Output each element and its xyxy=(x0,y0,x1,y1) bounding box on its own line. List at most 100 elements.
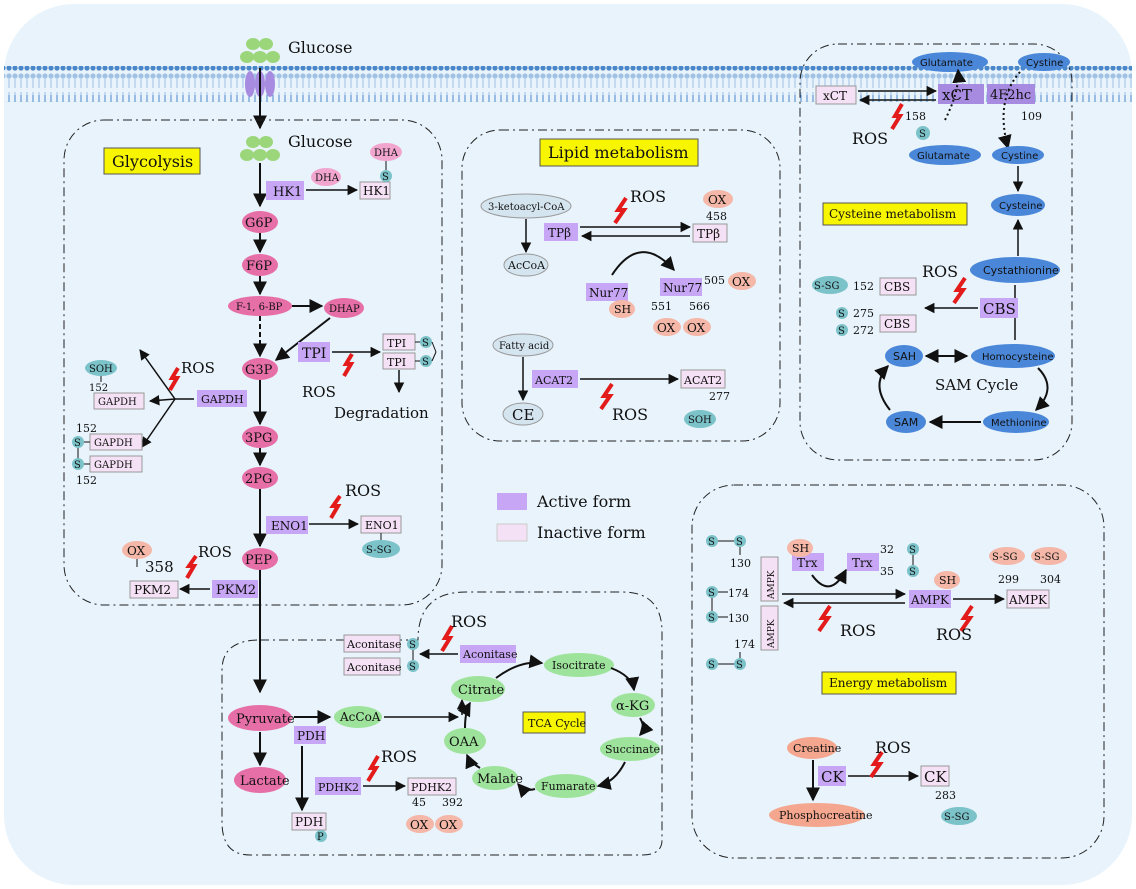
svg-text:OAA: OAA xyxy=(449,735,479,750)
svg-text:F-1, 6-BP: F-1, 6-BP xyxy=(236,302,283,313)
svg-text:152: 152 xyxy=(89,383,108,394)
svg-text:PEP: PEP xyxy=(245,553,272,568)
svg-text:Trx: Trx xyxy=(852,556,873,570)
svg-text:xCT: xCT xyxy=(823,89,847,103)
svg-text:Nur77: Nur77 xyxy=(663,281,702,295)
svg-text:152: 152 xyxy=(76,422,97,435)
cbs-active xyxy=(980,298,1018,318)
svg-text:ROS: ROS xyxy=(381,747,417,766)
svg-text:152: 152 xyxy=(853,280,874,293)
svg-text:S-SG: S-SG xyxy=(1034,552,1059,563)
svg-text:ROS: ROS xyxy=(875,738,911,757)
svg-text:505: 505 xyxy=(704,274,725,287)
svg-text:P: P xyxy=(317,832,324,843)
svg-text:ROS: ROS xyxy=(302,383,336,401)
svg-text:SAH: SAH xyxy=(893,350,916,363)
svg-text:AcCoA: AcCoA xyxy=(507,259,546,272)
energy-region xyxy=(691,484,1105,859)
svg-text:Cystine: Cystine xyxy=(1026,58,1063,69)
svg-text:SOH: SOH xyxy=(688,415,712,426)
svg-text:152: 152 xyxy=(76,474,97,487)
svg-text:Fatty acid: Fatty acid xyxy=(499,341,550,352)
svg-text:Cystathionine: Cystathionine xyxy=(983,264,1059,277)
svg-text:CBS: CBS xyxy=(884,280,910,294)
cysteine-region xyxy=(799,43,1073,461)
svg-text:CK: CK xyxy=(924,768,947,786)
svg-text:458: 458 xyxy=(706,210,727,223)
svg-text:S: S xyxy=(909,545,916,556)
svg-text:Glutamate: Glutamate xyxy=(920,58,973,69)
svg-text:SH: SH xyxy=(792,542,809,555)
xct-inactive xyxy=(815,85,857,105)
svg-text:S-SG: S-SG xyxy=(992,552,1017,563)
pdh-active xyxy=(294,726,326,744)
svg-text:TPI: TPI xyxy=(387,356,406,369)
svg-text:283: 283 xyxy=(935,789,956,802)
svg-text:CK: CK xyxy=(821,768,844,786)
svg-text:304: 304 xyxy=(1040,573,1061,586)
svg-text:4F2hc: 4F2hc xyxy=(990,88,1031,103)
gapdh-active xyxy=(197,390,247,407)
svg-text:Isocitrate: Isocitrate xyxy=(552,659,605,672)
aconitase-active xyxy=(460,645,516,663)
svg-text:SAM: SAM xyxy=(894,416,918,429)
svg-text:AMPK: AMPK xyxy=(767,619,777,649)
svg-text:CBS: CBS xyxy=(983,300,1016,318)
svg-text:HK1: HK1 xyxy=(273,185,302,200)
svg-text:TPI: TPI xyxy=(387,337,406,350)
svg-text:HK1: HK1 xyxy=(363,184,390,198)
svg-text:275: 275 xyxy=(853,307,874,320)
svg-text:S: S xyxy=(838,326,845,337)
svg-text:272: 272 xyxy=(853,324,874,337)
pkm2-active xyxy=(212,580,258,598)
svg-text:ROS: ROS xyxy=(840,621,876,640)
svg-text:ROS: ROS xyxy=(630,187,666,206)
svg-text:S: S xyxy=(909,567,916,578)
svg-text:PKM2: PKM2 xyxy=(216,583,256,598)
svg-text:Aconitase: Aconitase xyxy=(346,638,401,651)
svg-text:S: S xyxy=(409,662,416,673)
svg-text:GAPDH: GAPDH xyxy=(94,460,133,471)
svg-text:PDHK2: PDHK2 xyxy=(318,781,359,794)
svg-text:Active form: Active form xyxy=(536,492,631,511)
svg-text:DHAP: DHAP xyxy=(329,304,360,315)
glycolysis-region xyxy=(63,119,443,606)
svg-text:S: S xyxy=(708,660,715,671)
svg-text:OX: OX xyxy=(732,275,751,289)
svg-text:Methionine: Methionine xyxy=(991,418,1047,429)
svg-text:S: S xyxy=(74,438,81,449)
svg-text:ROS: ROS xyxy=(612,405,648,424)
legend: Active form Inactive form xyxy=(496,492,646,542)
svg-text:G6P: G6P xyxy=(245,216,273,231)
svg-text:551: 551 xyxy=(651,300,672,313)
svg-text:AMPK: AMPK xyxy=(1008,593,1048,607)
svg-text:AcCoA: AcCoA xyxy=(339,710,381,724)
lipid-region xyxy=(461,129,781,442)
svg-text:S: S xyxy=(708,537,715,548)
svg-text:ROS: ROS xyxy=(451,612,487,631)
svg-text:ROS: ROS xyxy=(936,625,972,644)
glucose-outside-label: Glucose xyxy=(288,38,352,57)
svg-text:TPβ: TPβ xyxy=(548,226,571,240)
svg-text:TPI: TPI xyxy=(302,346,326,362)
svg-text:S: S xyxy=(736,537,743,548)
svg-text:GAPDH: GAPDH xyxy=(98,397,137,408)
glucose-inside-cluster xyxy=(240,136,280,161)
svg-text:OX: OX xyxy=(439,818,458,832)
svg-text:α-KG: α-KG xyxy=(616,699,649,714)
svg-text:S: S xyxy=(422,338,429,349)
svg-text:S: S xyxy=(708,613,715,624)
svg-text:GAPDH: GAPDH xyxy=(94,438,133,449)
svg-text:SH: SH xyxy=(614,303,631,316)
svg-text:158: 158 xyxy=(905,110,926,123)
svg-text:S-SG: S-SG xyxy=(366,545,391,556)
svg-text:ENO1: ENO1 xyxy=(271,519,308,533)
svg-text:AMPK: AMPK xyxy=(767,570,777,600)
svg-text:3PG: 3PG xyxy=(245,431,272,446)
svg-text:xCT: xCT xyxy=(942,86,972,104)
svg-text:ENO1: ENO1 xyxy=(365,519,399,532)
svg-text:CE: CE xyxy=(512,406,534,424)
svg-text:Fumarate: Fumarate xyxy=(541,780,595,793)
glucose-inside-label: Glucose xyxy=(288,132,352,151)
